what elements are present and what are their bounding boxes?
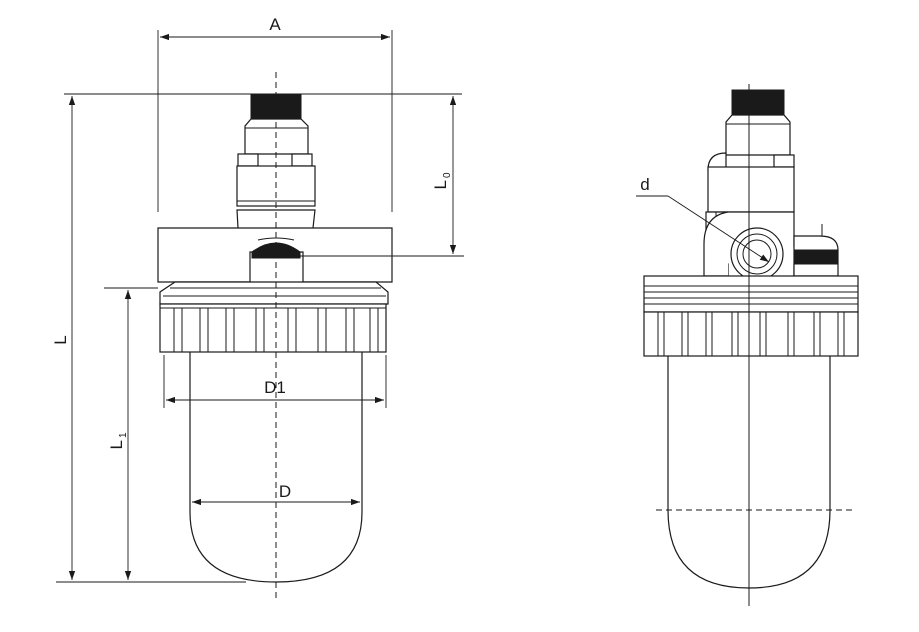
dim-label-L1: L 1 bbox=[107, 432, 129, 449]
dim-label-D: D bbox=[279, 482, 291, 501]
side-mid-body bbox=[707, 166, 795, 213]
dimension-L bbox=[56, 93, 462, 583]
side-view bbox=[636, 84, 859, 606]
dim-label-L0-sub: 0 bbox=[442, 172, 453, 178]
port-circle-mid bbox=[736, 233, 778, 275]
stem-seal bbox=[251, 242, 301, 259]
dim-label-d: d bbox=[640, 175, 649, 194]
side-right-lug bbox=[773, 154, 795, 168]
ring-ribs bbox=[173, 308, 379, 352]
flare bbox=[159, 281, 389, 305]
side-top-port-thread bbox=[731, 89, 785, 116]
side-ribbed-ring bbox=[643, 311, 859, 357]
side-flange bbox=[643, 275, 859, 313]
leader-d-arrow bbox=[667, 195, 770, 263]
dim-label-D1: D1 bbox=[264, 378, 286, 397]
side-bracket bbox=[703, 211, 729, 277]
dimension-L0 bbox=[296, 96, 464, 257]
dim-label-A: A bbox=[269, 15, 281, 34]
right-lug bbox=[291, 153, 313, 167]
dim-label-L1-sub: 1 bbox=[118, 432, 129, 438]
ribbed-ring bbox=[159, 303, 387, 353]
left-lug bbox=[237, 153, 259, 167]
dim-label-L0-main: L bbox=[431, 180, 450, 189]
side-upper-body bbox=[725, 114, 791, 156]
dim-label-L1-main: L bbox=[107, 440, 126, 449]
dim-label-L: L bbox=[51, 335, 70, 344]
side-ring-ribs bbox=[657, 312, 845, 356]
port-circle-inner bbox=[742, 239, 772, 269]
dimension-L1 bbox=[104, 287, 158, 580]
side-fitting-seal bbox=[793, 249, 839, 265]
dimension-A bbox=[157, 30, 393, 212]
dim-label-L0: L 0 bbox=[431, 172, 453, 189]
dimension-D1 bbox=[163, 355, 387, 408]
front-view bbox=[157, 72, 393, 598]
